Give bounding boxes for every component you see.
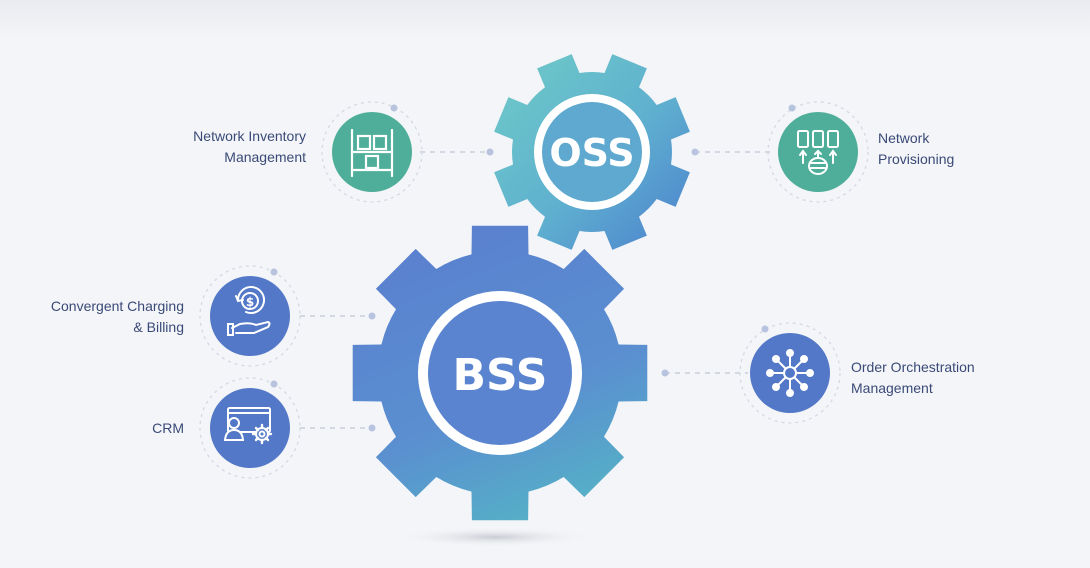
- label-network-inventory: Network Inventory Management: [193, 126, 306, 168]
- label-network-provisioning-line2: Provisioning: [878, 151, 955, 167]
- label-crm: CRM: [152, 418, 184, 439]
- connector-dots: [368, 148, 699, 432]
- agent-settings-icon: [223, 407, 273, 445]
- bss-gear: BSS: [352, 225, 648, 521]
- hub-network-icon: [766, 349, 814, 397]
- oss-label: OSS: [549, 131, 634, 175]
- label-order-orchestration-line1: Order Orchestration: [851, 359, 975, 375]
- server-provisioning-icon: [797, 130, 839, 175]
- dollar-hand-icon: $: [227, 286, 271, 336]
- label-charging-billing: Convergent Charging & Billing: [51, 296, 184, 338]
- label-charging-billing-line1: Convergent Charging: [50, 298, 184, 314]
- node-order-orchestration: [739, 322, 841, 424]
- gear-shadow: [395, 527, 595, 547]
- svg-text:$: $: [246, 295, 254, 309]
- label-network-inventory-line2: Management: [224, 149, 306, 165]
- warehouse-shelf-icon: [350, 128, 394, 178]
- node-network-inventory: [321, 101, 423, 203]
- label-order-orchestration-line2: Management: [851, 380, 933, 396]
- connector-lines: [300, 151, 770, 429]
- oss-gear: OSS: [494, 54, 690, 250]
- label-network-provisioning-line1: Network: [878, 130, 930, 146]
- label-charging-billing-line2: & Billing: [133, 319, 184, 335]
- label-order-orchestration: Order Orchestration Management: [851, 357, 975, 399]
- node-network-provisioning: [767, 101, 869, 203]
- node-charging-billing: $: [199, 265, 301, 367]
- bss-label: BSS: [453, 350, 548, 401]
- label-crm-line1: CRM: [152, 420, 184, 436]
- label-network-inventory-line1: Network Inventory: [193, 128, 306, 144]
- label-network-provisioning: Network Provisioning: [878, 128, 954, 170]
- top-fade: [0, 0, 1090, 40]
- node-crm: [199, 377, 301, 479]
